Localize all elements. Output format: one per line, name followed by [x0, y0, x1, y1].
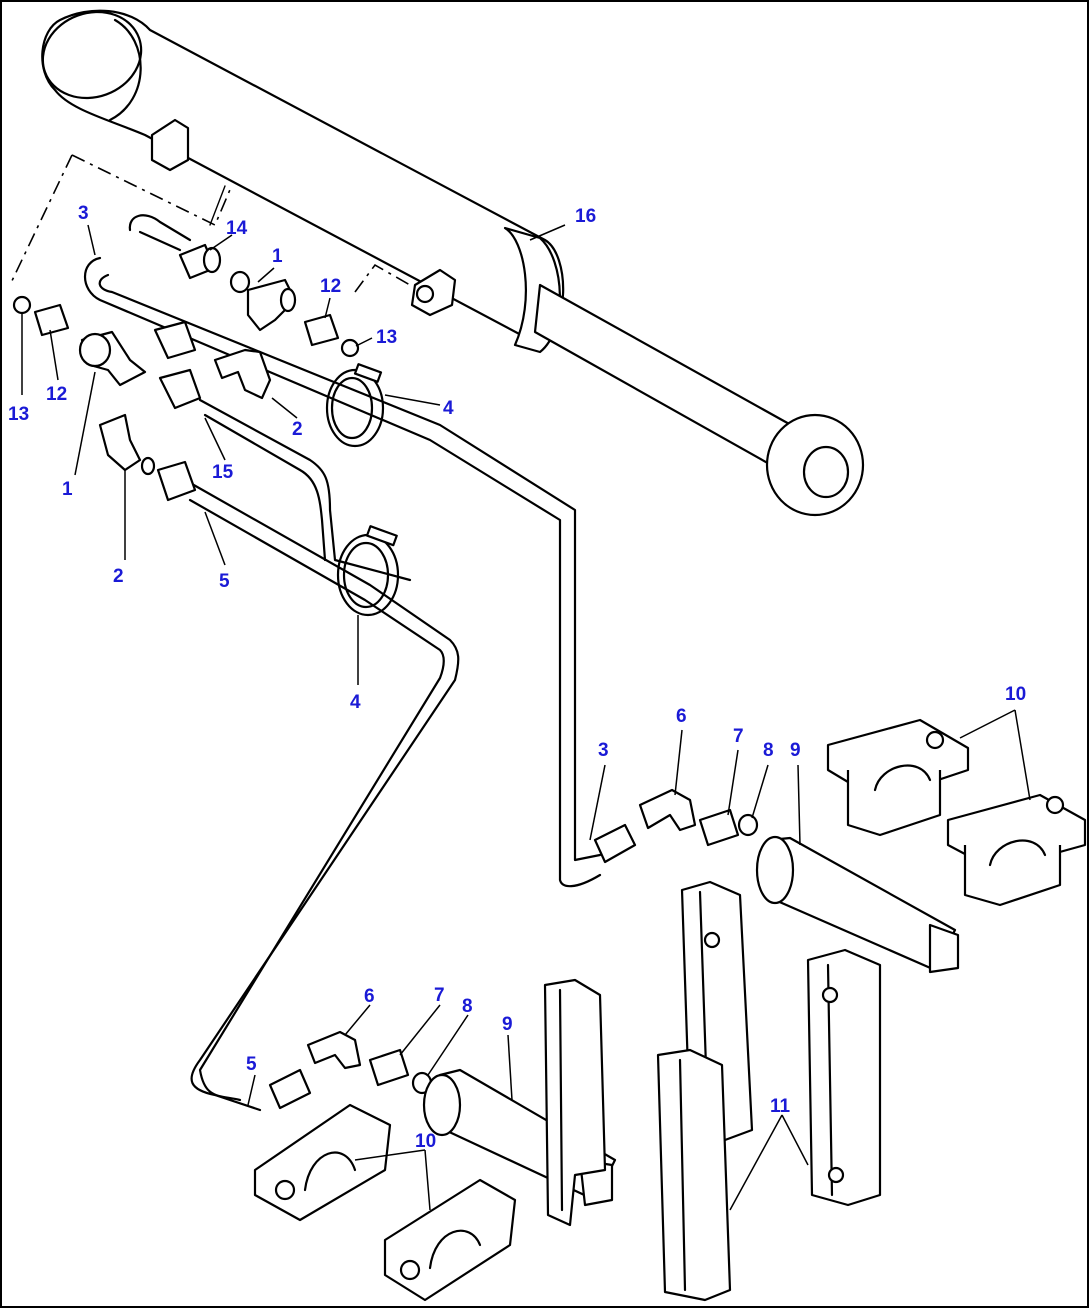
clamp-4-upper: [325, 363, 385, 448]
callout-2: 2: [113, 566, 124, 587]
channel-posts-11: [543, 880, 882, 1302]
callout-16: 16: [575, 206, 596, 227]
callout-10: 10: [415, 1131, 436, 1152]
fittings-lower: [268, 1030, 433, 1110]
tube-15: [198, 398, 412, 582]
callout-6: 6: [676, 706, 687, 727]
callout-11: 11: [770, 1096, 791, 1117]
callout-12: 12: [320, 276, 341, 297]
clamp-10-lower-b: [383, 1178, 517, 1302]
clamp-4-lower: [336, 525, 400, 617]
fittings-right: [593, 788, 759, 864]
callout-3: 3: [598, 740, 609, 761]
callout-5: 5: [246, 1054, 257, 1075]
bracket-9-right: [755, 835, 960, 974]
callout-7: 7: [434, 985, 445, 1006]
callout-15: 15: [212, 462, 234, 483]
tube-3: [84, 214, 602, 888]
callout-8: 8: [763, 740, 774, 761]
callout-1: 1: [272, 246, 283, 267]
callout-3: 3: [78, 203, 89, 224]
callout-12: 12: [46, 384, 67, 405]
callout-5: 5: [219, 571, 230, 592]
callout-13: 13: [376, 327, 397, 348]
callout-4: 4: [350, 692, 361, 713]
clamp-10-lower-a: [253, 1103, 392, 1222]
leader-lines: [21, 224, 1031, 1211]
callout-8: 8: [462, 996, 473, 1017]
callout-4: 4: [443, 398, 454, 419]
callout-9: 9: [790, 740, 801, 761]
callout-1: 1: [62, 479, 73, 500]
tube-5: [183, 478, 460, 1112]
callout-9: 9: [502, 1014, 513, 1035]
callout-7: 7: [733, 726, 744, 747]
fittings-upper: [12, 243, 360, 502]
hydraulic-cylinder: [41, 9, 865, 517]
callout-labels: 16 14 1 12 13 4 2 3 13 12 1 15 2 5 4 3 6…: [8, 203, 1026, 1152]
callout-10: 10: [1005, 684, 1026, 705]
callout-14: 14: [226, 218, 248, 239]
callout-6: 6: [364, 986, 375, 1007]
clamp-10-right-b: [946, 793, 1087, 907]
assembly-lines: [9, 154, 411, 293]
clamp-10-right-a: [826, 718, 970, 837]
callout-2: 2: [292, 419, 303, 440]
callout-13: 13: [8, 404, 29, 425]
